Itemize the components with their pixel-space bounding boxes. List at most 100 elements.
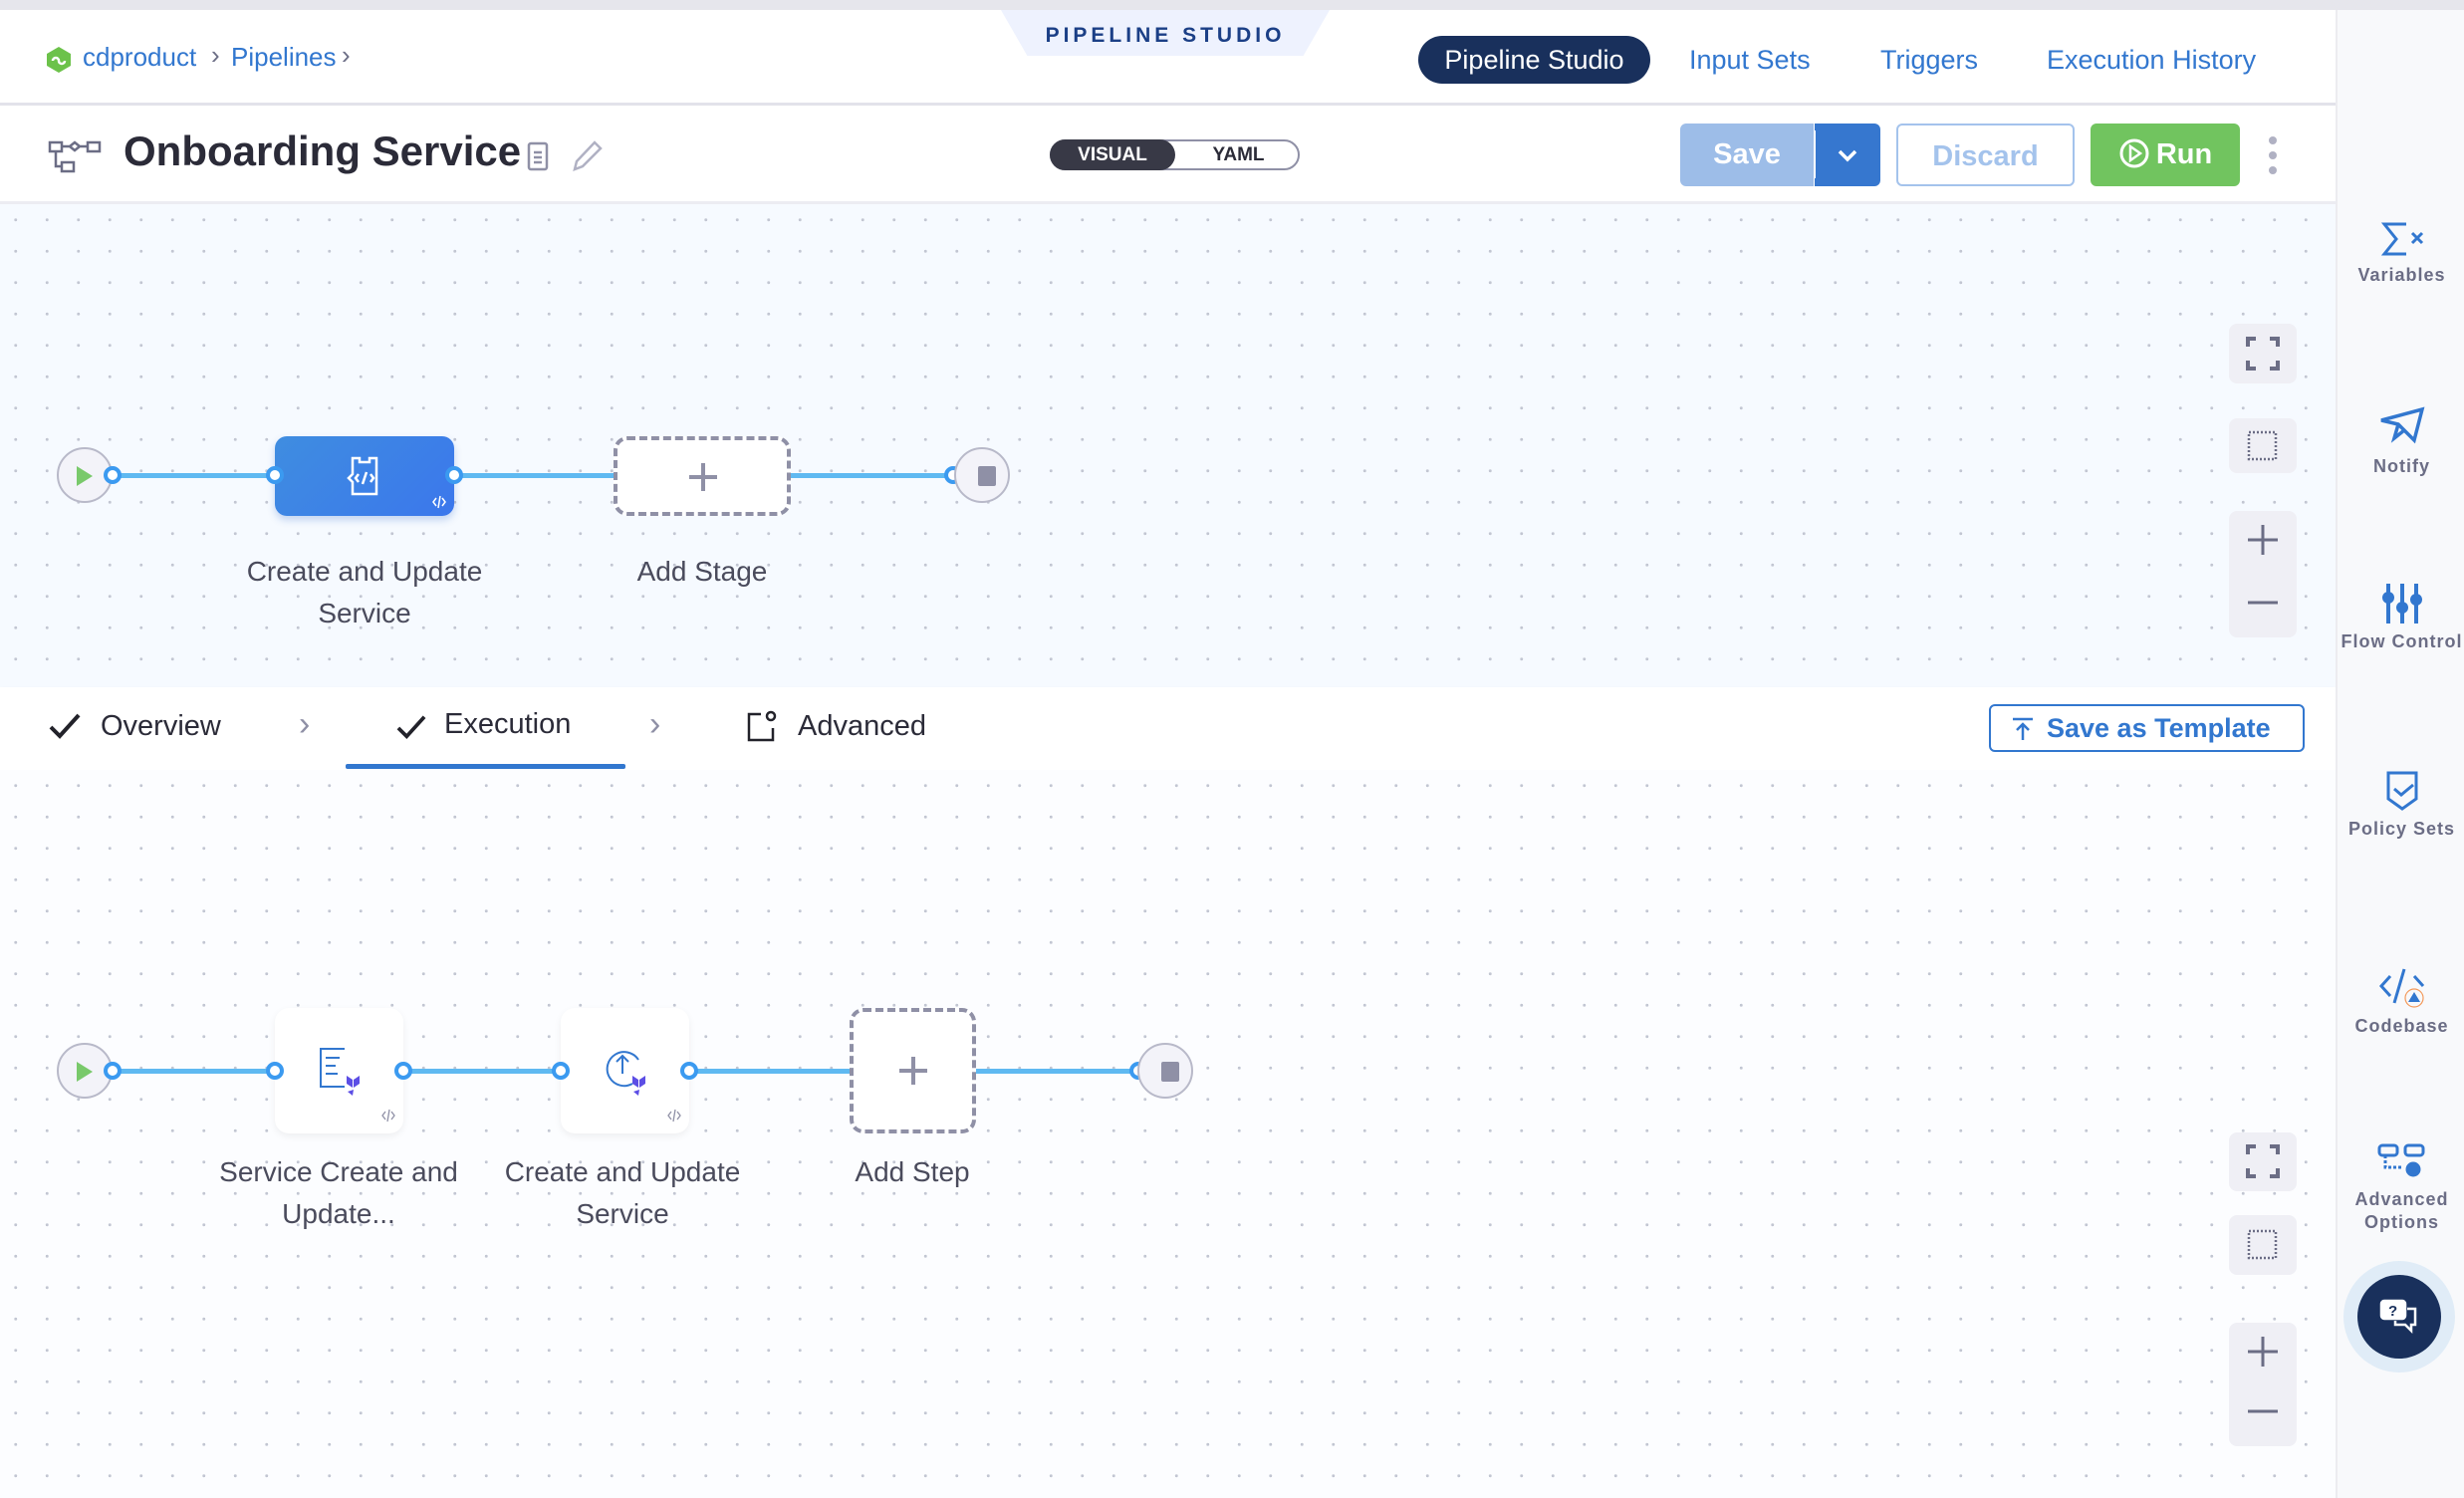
yaml-option[interactable]: YAML <box>1175 139 1302 170</box>
window-top-border <box>0 0 2464 10</box>
step-label: Create and Update Service <box>488 1151 757 1235</box>
tab-execution[interactable]: Execution <box>444 708 571 741</box>
discard-button[interactable]: Discard <box>1896 124 2075 186</box>
add-step-label: Add Step <box>813 1151 1012 1193</box>
edge <box>113 473 275 478</box>
edit-pencil-icon[interactable] <box>570 138 604 174</box>
nav-execution-history[interactable]: Execution History <box>2047 36 2256 84</box>
port <box>104 466 122 484</box>
stage-node-create-and-update-service[interactable] <box>275 436 454 516</box>
pipeline-studio-label: PIPELINE STUDIO <box>1001 10 1330 56</box>
breadcrumb-pipelines[interactable]: Pipelines <box>231 42 337 73</box>
flow-gear-icon <box>2377 1143 2427 1183</box>
terraform-apply-icon <box>603 1046 652 1096</box>
fit-to-screen-button[interactable] <box>2229 324 2297 383</box>
port <box>104 1062 122 1080</box>
breadcrumb-separator: › <box>211 40 220 71</box>
sigma-x-icon <box>2378 219 2426 259</box>
fullscreen-icon <box>2246 337 2280 371</box>
fullscreen-icon <box>2246 1144 2280 1178</box>
project-icon <box>45 46 73 74</box>
run-button[interactable]: Run <box>2091 124 2240 186</box>
add-step-button[interactable] <box>850 1008 976 1133</box>
port <box>266 1062 284 1080</box>
sidebar-label: Variables <box>2338 264 2464 287</box>
sidebar-item-flow-control[interactable]: Flow Control <box>2338 582 2464 653</box>
sidebar-label: Flow Control <box>2338 630 2464 653</box>
fit-to-screen-button[interactable] <box>2229 1132 2297 1191</box>
save-dropdown-button[interactable] <box>1815 124 1880 186</box>
zoom-out-icon[interactable] <box>2246 586 2280 620</box>
sidebar-item-policy-sets[interactable]: Policy Sets <box>2338 769 2464 841</box>
help-chat-button[interactable]: ? <box>2357 1275 2441 1359</box>
description-icon[interactable] <box>526 140 550 172</box>
check-icon <box>395 713 427 741</box>
selection-icon <box>2246 1228 2280 1262</box>
sidebar-item-codebase[interactable]: Codebase <box>2338 966 2464 1038</box>
step-node-service-create-and-update[interactable] <box>275 1008 403 1133</box>
sidebar-item-variables[interactable]: Variables <box>2338 219 2464 287</box>
select-area-button[interactable] <box>2229 1215 2297 1275</box>
edge <box>976 1069 1138 1074</box>
step-node-create-and-update-service[interactable] <box>561 1008 689 1133</box>
nav-pipeline-studio[interactable]: Pipeline Studio <box>1418 36 1650 84</box>
play-icon <box>75 1060 95 1084</box>
advanced-settings-icon <box>745 708 779 742</box>
terraform-plan-icon <box>317 1046 367 1096</box>
chevron-right-icon: › <box>299 705 310 744</box>
zoom-out-icon[interactable] <box>2246 1394 2280 1428</box>
chevron-down-icon <box>1836 147 1859 163</box>
add-stage-label: Add Stage <box>603 551 802 593</box>
zoom-controls <box>2229 1323 2297 1446</box>
custom-stage-icon <box>343 454 386 498</box>
help-chat-icon: ? <box>2377 1295 2421 1339</box>
save-divider <box>1814 130 1816 178</box>
sidebar-label: Policy Sets <box>2338 818 2464 841</box>
tab-overview[interactable]: Overview <box>101 710 221 743</box>
code-icon <box>431 494 447 510</box>
sidebar-item-notify[interactable]: Notify <box>2338 406 2464 478</box>
plus-icon <box>896 1054 930 1088</box>
save-as-template-button[interactable]: Save as Template <box>1989 704 2305 752</box>
active-tab-indicator <box>346 764 625 769</box>
code-icon <box>380 1108 396 1124</box>
edge <box>403 1069 561 1074</box>
edge <box>113 1069 275 1074</box>
port <box>445 466 463 484</box>
sidebar-item-advanced-options[interactable]: Advanced Options <box>2338 1143 2464 1234</box>
visual-option[interactable]: VISUAL <box>1050 139 1175 170</box>
nav-input-sets[interactable]: Input Sets <box>1689 36 1811 84</box>
sidebar-label: Notify <box>2338 455 2464 478</box>
sidebar-label: Codebase <box>2338 1015 2464 1038</box>
header-bar: cdproduct › Pipelines › PIPELINE STUDIO … <box>0 10 2336 106</box>
port <box>266 466 284 484</box>
stage-canvas[interactable]: Create and Update Service Add Stage <box>0 204 2336 687</box>
save-button[interactable]: Save <box>1680 124 1814 186</box>
edge <box>689 1069 850 1074</box>
execution-canvas[interactable]: Service Create and Update... Create and … <box>0 770 2336 1498</box>
port <box>552 1062 570 1080</box>
step-label: Service Create and Update... <box>199 1151 478 1235</box>
edge <box>791 473 953 478</box>
more-options-icon[interactable] <box>2263 135 2283 175</box>
zoom-controls <box>2229 511 2297 637</box>
nav-triggers[interactable]: Triggers <box>1880 36 1978 84</box>
port <box>680 1062 698 1080</box>
breadcrumb-project[interactable]: cdproduct <box>83 42 196 73</box>
add-stage-button[interactable] <box>614 436 791 516</box>
selection-icon <box>2246 429 2280 463</box>
stop-icon <box>978 466 996 486</box>
paper-plane-icon <box>2378 406 2426 450</box>
zoom-in-icon[interactable] <box>2246 523 2280 557</box>
view-toggle[interactable]: VISUAL YAML <box>1050 139 1300 170</box>
pipeline-end-node <box>954 447 1010 503</box>
pipeline-title: Onboarding Service <box>123 127 521 175</box>
upload-icon <box>2011 716 2035 742</box>
tab-advanced[interactable]: Advanced <box>798 710 926 743</box>
sidebar-label: Advanced Options <box>2338 1188 2464 1234</box>
zoom-in-icon[interactable] <box>2246 1335 2280 1369</box>
svg-text:?: ? <box>2388 1303 2397 1320</box>
select-area-button[interactable] <box>2229 418 2297 473</box>
chevron-right-icon: › <box>649 705 660 744</box>
save-as-template-label: Save as Template <box>2047 713 2271 743</box>
